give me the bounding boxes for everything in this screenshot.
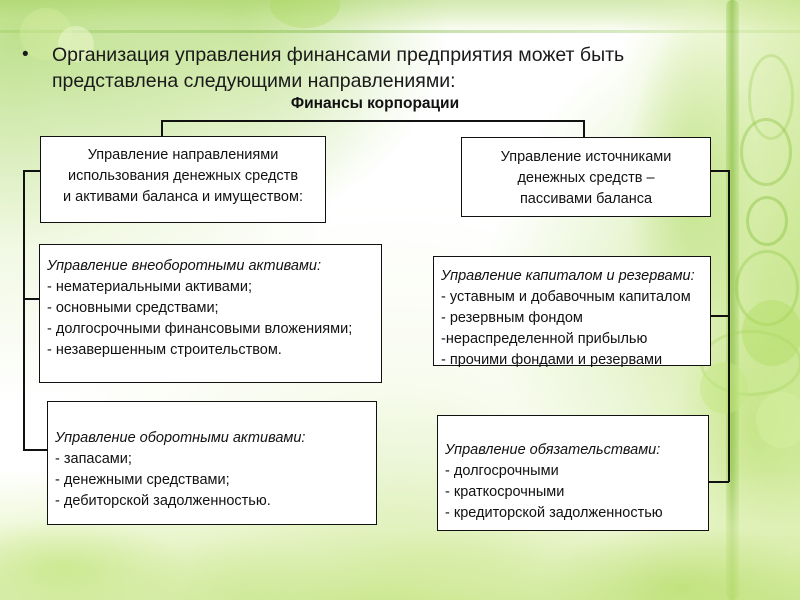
- node-item: - краткосрочными: [445, 484, 565, 500]
- node-top-left[interactable]: Управление направлениями использования д…: [40, 136, 326, 223]
- node-item: - уставным и добавочным капиталом: [441, 289, 691, 305]
- node-top-right[interactable]: Управление источниками денежных средств …: [461, 137, 711, 217]
- diagram-root-label: Финансы корпорации: [290, 95, 460, 112]
- background-bokeh: [742, 300, 800, 366]
- bullet-text: Организация управления финансами предпри…: [52, 44, 625, 92]
- node-item: - основными средствами;: [47, 300, 219, 316]
- node-line: Управление направлениями: [87, 147, 279, 163]
- node-item: - нематериальными активами;: [47, 279, 252, 295]
- connector-root-right-drop: [583, 120, 585, 138]
- connector-left-stub-bottom: [23, 449, 48, 451]
- connector-right-stub-mid: [710, 315, 729, 317]
- background-tendril-icon: [746, 196, 788, 246]
- background-bokeh: [756, 392, 800, 448]
- node-line: Управление источниками: [500, 149, 672, 165]
- connector-root-left-drop: [161, 120, 163, 137]
- node-item: - денежными средствами;: [55, 472, 230, 488]
- bullet-paragraph: • Организация управления финансами предп…: [22, 42, 722, 94]
- node-heading: Управление внеоборотными активами:: [47, 258, 322, 274]
- node-item: - долгосрочными: [445, 463, 559, 479]
- bullet-marker-icon: •: [22, 44, 29, 65]
- node-line: денежных средств –: [517, 170, 655, 186]
- connector-root-horizontal: [161, 120, 584, 122]
- connector-right-stub-bottom: [708, 481, 729, 483]
- node-item: - долгосрочными финансовыми вложениями;: [47, 321, 353, 337]
- node-line: использования денежных средств: [67, 168, 299, 184]
- node-item: - дебиторской задолженностью.: [55, 493, 271, 509]
- node-item: -нераспределенной прибылью: [441, 331, 648, 347]
- background-tendril-icon: [740, 118, 792, 186]
- node-item: - незавершенным строительством.: [47, 342, 282, 358]
- node-heading: Управление капиталом и резервами:: [441, 268, 695, 284]
- node-bottom-left[interactable]: Управление оборотными активами: - запаса…: [47, 401, 377, 525]
- background-top-divider: [0, 30, 800, 33]
- background-bokeh: [700, 362, 748, 414]
- node-item: - кредиторской задолженностью: [445, 505, 663, 521]
- node-heading: Управление обязательствами:: [445, 442, 661, 458]
- background-tendril-icon: [735, 250, 799, 326]
- background-bokeh: [58, 26, 94, 62]
- node-item: - прочими фондами и резервами: [441, 352, 663, 368]
- connector-right-stub-top: [710, 170, 729, 172]
- node-mid-left[interactable]: Управление внеоборотными активами: - нем…: [39, 244, 382, 383]
- node-item: - запасами;: [55, 451, 132, 467]
- connector-right-spine: [728, 170, 730, 482]
- connector-left-spine: [23, 170, 25, 450]
- node-mid-right[interactable]: Управление капиталом и резервами: - уста…: [433, 256, 711, 368]
- node-line: пассивами баланса: [519, 191, 653, 207]
- connector-left-stub-top: [23, 170, 41, 172]
- node-item: - резервным фондом: [441, 310, 583, 326]
- node-bottom-right[interactable]: Управление обязательствами: - долгосрочн…: [437, 415, 709, 531]
- connector-left-stub-mid: [23, 298, 40, 300]
- node-line: и активами баланса и имуществом:: [63, 189, 303, 205]
- node-heading: Управление оборотными активами:: [55, 430, 306, 446]
